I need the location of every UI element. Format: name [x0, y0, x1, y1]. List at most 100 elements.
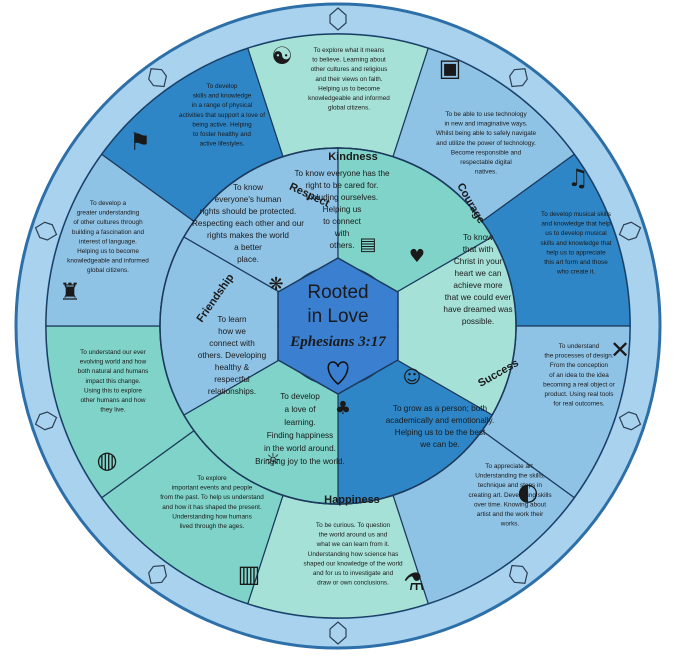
value-text-line: everyone's human	[215, 195, 282, 204]
value-text-line: Respecting each other and our	[192, 219, 304, 228]
subject-text-line: of other cultures through	[73, 219, 143, 226]
faith-symbols-icon: ☯	[271, 42, 293, 70]
gem-icon	[508, 564, 528, 584]
value-text-line: place.	[237, 255, 259, 264]
subject-text-line: To appreciate art.	[485, 463, 535, 470]
value-text-line: that we could ever	[445, 293, 512, 302]
gem-icon	[34, 411, 58, 431]
gymnast-icon: ⚑	[129, 128, 151, 156]
subject-text-line: Helping us to become	[77, 248, 139, 255]
value-text-line: right to be cared for.	[306, 181, 379, 190]
value-text-line: respectful	[214, 375, 250, 384]
center-title-line2: in Love	[307, 306, 368, 327]
value-text-line: To know	[463, 233, 493, 242]
subject-text-line: and for us to investigate and	[313, 570, 394, 577]
subject-text-line: Become responsible and	[451, 149, 522, 156]
subject-text-line: Whilst being able to safely navigate	[436, 130, 537, 137]
subject-text-line: active lifestyles.	[200, 141, 245, 148]
center-title-line1: Rooted	[307, 282, 368, 303]
subject-text-line: Understanding how science has	[308, 551, 399, 558]
subject-text-line: Understanding the skills,	[475, 473, 545, 480]
subject-text-line: from the past. To help us understand	[160, 494, 264, 501]
subject-text-line: the processes of design.	[544, 353, 613, 360]
subject-text-line: the world around us and	[319, 532, 388, 539]
value-text-line: learning.	[284, 418, 315, 427]
subject-text-line: To understand	[559, 343, 600, 350]
subject-text-line: and their views on faith.	[315, 76, 382, 83]
subject-block-science: To be curious. To question the world arou…	[303, 522, 403, 587]
value-text-line: To develop	[280, 392, 320, 401]
subject-text-line: over time. Knowing about	[474, 501, 546, 508]
subject-text-line: From the conception	[550, 362, 609, 369]
gem-decorations	[34, 7, 642, 645]
temple-icon: ▥	[238, 560, 261, 588]
flask-icon: ⚗	[403, 568, 425, 596]
subject-text-line: To be curious. To question	[316, 522, 391, 529]
subject-text-line: knowledgeable and informed	[308, 95, 390, 102]
center-verse: Ephesians 3:17	[289, 334, 386, 350]
gem-icon	[329, 7, 347, 31]
subject-text-line: and utilize the power of technology.	[436, 140, 536, 147]
value-text-line: To know everyone has the	[294, 169, 390, 178]
subject-text-line: Understanding how humans	[172, 513, 252, 520]
subject-block-dt: To understand the processes of design. Fro…	[543, 343, 616, 408]
value-text-line: achieve more	[453, 281, 503, 290]
value-text-line: To learn	[217, 315, 247, 324]
value-text-line: Finding happiness	[267, 431, 333, 440]
subject-text-line: artist and the work their	[477, 511, 544, 518]
value-text-line: To grow as a person; both	[393, 404, 488, 413]
gem-icon	[508, 68, 528, 88]
subject-text-line: interest of language.	[79, 238, 137, 245]
subject-text-line: of an idea to the idea	[549, 372, 609, 379]
gem-icon	[618, 221, 642, 241]
subject-text-line: technique and steps in	[478, 482, 542, 489]
people-icon: ☺	[403, 367, 422, 388]
subject-text-line: both natural and humans	[78, 368, 149, 375]
value-text-line: healthy &	[215, 363, 250, 372]
tree-icon: ♣	[335, 398, 351, 419]
subject-text-line: knowledgeable and informed	[67, 258, 149, 265]
value-text-line: to connect	[323, 217, 362, 226]
value-label: Happiness	[324, 494, 380, 506]
subject-text-line: To develop a	[90, 200, 127, 207]
value-text-line: have dreamed was	[443, 305, 512, 314]
value-text-line: how we	[218, 327, 246, 336]
subject-text-line: us to develop musical	[545, 230, 606, 237]
subject-text-line: becoming a real object or	[543, 381, 616, 388]
value-text-line: relationships.	[208, 387, 256, 396]
subject-text-line: global citizens.	[328, 105, 370, 112]
tools-icon: ✕	[610, 336, 630, 364]
value-text-line: Helping us to be the best	[395, 428, 486, 437]
subject-text-line: in new and imaginative ways.	[444, 121, 527, 128]
subject-text-line: works.	[500, 521, 520, 528]
music-notes-icon: ♫	[567, 164, 589, 192]
subject-text-line: what we can learn from it.	[316, 541, 390, 548]
subject-text-line: and knowledge that help	[541, 221, 611, 228]
subject-text-line: product. Using real tools	[545, 391, 614, 398]
eiffel-tower-icon: ♜	[59, 278, 81, 306]
computer-icon: ▣	[439, 54, 462, 82]
value-text-line: Christ in your	[454, 257, 503, 266]
heart-icon	[327, 361, 349, 385]
value-label: Kindness	[328, 151, 378, 163]
globe-icon: ◍	[97, 446, 118, 474]
value-text-line: academically and emotionally.	[386, 416, 495, 425]
center-hexagon	[277, 257, 399, 395]
subject-text-line: evolving world and how	[80, 359, 147, 366]
subject-text-line: To be able to use technology	[445, 111, 527, 118]
value-block-kindness: Kindness To know everyone has the right to…	[294, 151, 390, 250]
friends-icon: ❋	[268, 274, 283, 295]
subject-text-line: To explore what it means	[314, 47, 385, 54]
subject-text-line: Using this to explore	[84, 387, 142, 394]
subject-text-line: building a fascination and	[72, 229, 145, 236]
subject-text-line: Helping us to become	[318, 85, 380, 92]
subject-text-line: To develop	[207, 83, 238, 90]
subject-text-line: help us to appreciate	[546, 249, 606, 256]
value-text-line: a better	[234, 243, 262, 252]
